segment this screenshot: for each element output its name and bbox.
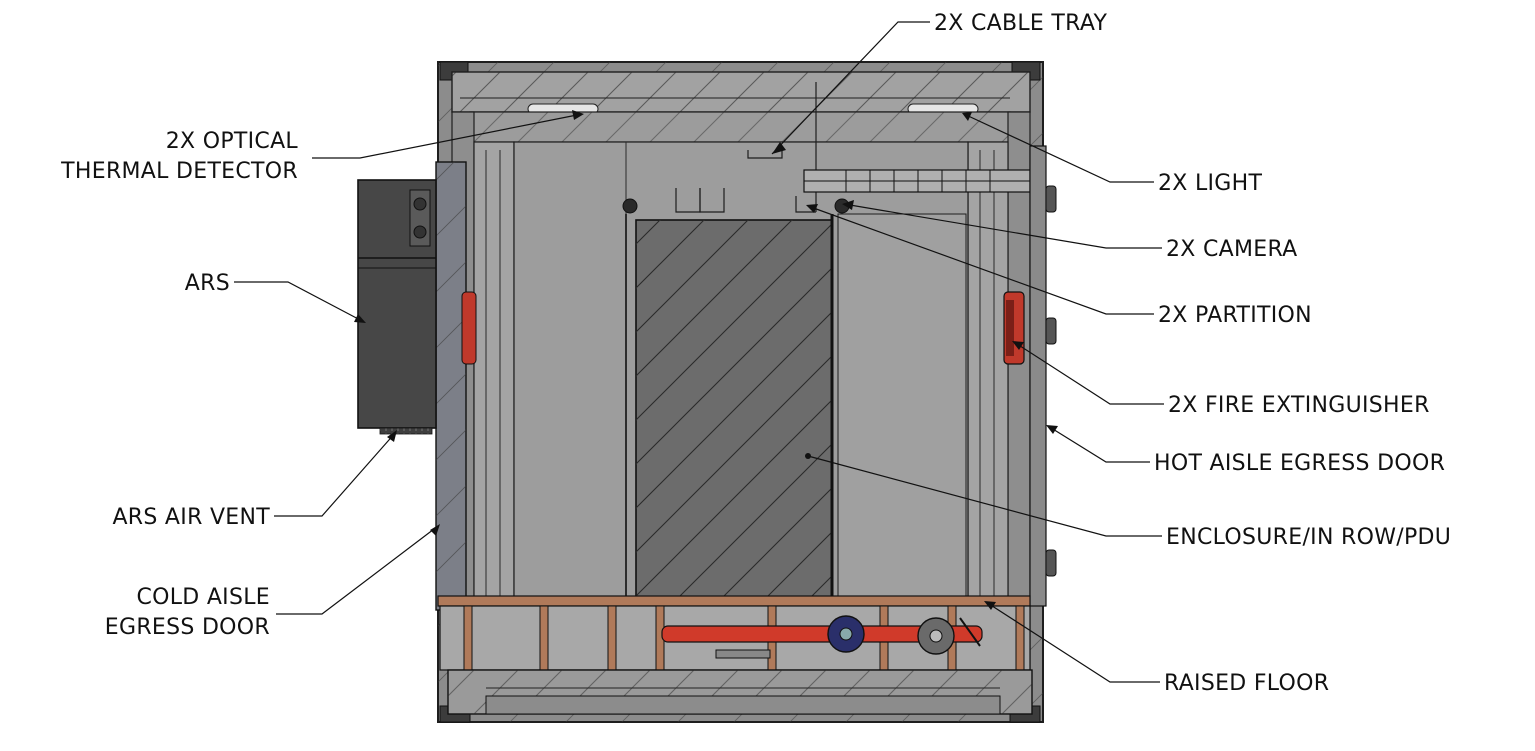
camera-left xyxy=(622,198,638,214)
label-hot-aisle-egress-door: HOT AISLE EGRESS DOOR xyxy=(1154,451,1445,476)
ars-unit xyxy=(357,179,437,435)
module-drawing xyxy=(357,61,1057,723)
label-ars: ARS xyxy=(185,271,230,296)
fire-extinguisher-left xyxy=(461,291,477,365)
label-cold-aisle-egress-door-line2: EGRESS DOOR xyxy=(105,615,270,640)
label-cable-tray: 2X CABLE TRAY xyxy=(934,11,1107,36)
label-enclosure: ENCLOSURE/IN ROW/PDU xyxy=(1166,525,1451,550)
hot-aisle-egress-door xyxy=(1029,145,1047,607)
right-column-inner xyxy=(967,141,1009,673)
label-cold-aisle-egress-door-line1: COLD AISLE xyxy=(136,585,270,610)
label-raised-floor: RAISED FLOOR xyxy=(1164,671,1329,696)
label-fire-extinguisher: 2X FIRE EXTINGUISHER xyxy=(1168,393,1430,418)
ars-air-vent-grille xyxy=(379,427,433,435)
label-optical-thermal-detector-line1: 2X OPTICAL xyxy=(166,129,299,154)
leader-lines xyxy=(234,21,1164,683)
cable-tray-rack xyxy=(803,169,1031,193)
label-light: 2X LIGHT xyxy=(1158,171,1262,196)
label-optical-thermal-detector-line2: THERMAL DETECTOR xyxy=(60,159,298,184)
raised-floor xyxy=(437,595,1031,671)
label-camera: 2X CAMERA xyxy=(1166,237,1298,262)
callout-labels: 2X CABLE TRAY 2X OPTICAL THERMAL DETECTO… xyxy=(60,11,1451,696)
left-column-inner xyxy=(473,141,515,673)
label-ars-air-vent: ARS AIR VENT xyxy=(112,505,270,530)
right-column-outer xyxy=(1007,111,1031,673)
label-partition: 2X PARTITION xyxy=(1158,303,1312,328)
